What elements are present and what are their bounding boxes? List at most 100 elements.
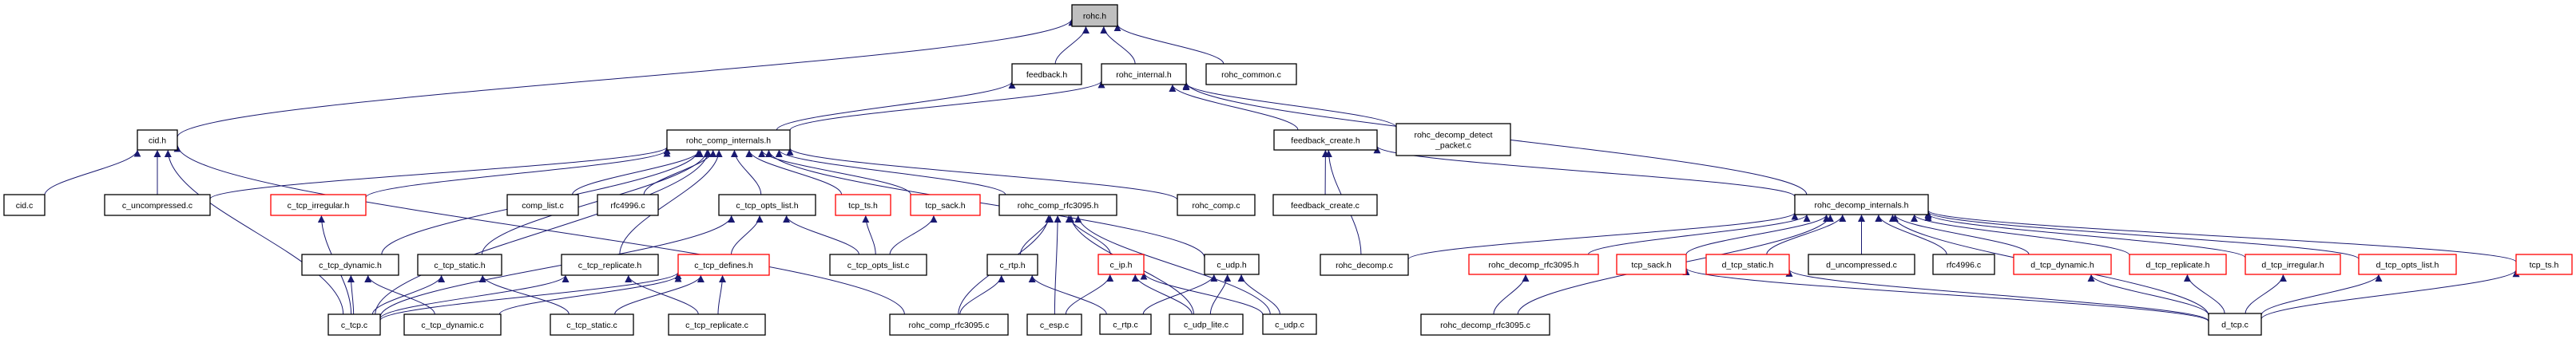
node-box[interactable] bbox=[829, 254, 927, 276]
node-box[interactable] bbox=[718, 194, 816, 216]
node-c-udp-lite-c[interactable]: c_udp_lite.c bbox=[1169, 313, 1244, 335]
node-rohc-decomp-c[interactable]: rohc_decomp.c bbox=[1320, 254, 1409, 276]
node-box[interactable] bbox=[666, 129, 791, 151]
node-c-udp-c[interactable]: c_udp.c bbox=[1262, 313, 1317, 335]
node-c-tcp-opts-list-c[interactable]: c_tcp_opts_list.c bbox=[829, 254, 927, 276]
node-box[interactable] bbox=[998, 194, 1117, 216]
node-rohc-decomp-detect-packet-c[interactable]: rohc_decomp_detect_packet.c bbox=[1395, 123, 1511, 156]
node-d-tcp-replicate-h[interactable]: d_tcp_replicate.h bbox=[2129, 254, 2227, 275]
node-d-tcp-static-h[interactable]: d_tcp_static.h bbox=[1705, 254, 1790, 275]
node-box[interactable] bbox=[2129, 254, 2227, 275]
node-c-tcp-dynamic-h[interactable]: c_tcp_dynamic.h bbox=[301, 254, 399, 276]
node-box[interactable] bbox=[2208, 313, 2262, 336]
node-d-uncompressed-c[interactable]: d_uncompressed.c bbox=[1808, 254, 1915, 275]
node-box[interactable] bbox=[597, 194, 659, 216]
node-c-rtp-h[interactable]: c_rtp.h bbox=[986, 254, 1038, 276]
node-c-tcp-c[interactable]: c_tcp.c bbox=[327, 313, 381, 336]
node-c-esp-c[interactable]: c_esp.c bbox=[1026, 313, 1082, 336]
node-rohc-comp-rfc3095-c[interactable]: rohc_comp_rfc3095.c bbox=[889, 313, 1009, 336]
node-cid-h[interactable]: cid.h bbox=[137, 129, 178, 151]
node-c-tcp-replicate-c[interactable]: c_tcp_replicate.c bbox=[668, 313, 766, 336]
node-box[interactable] bbox=[2358, 254, 2457, 275]
node-box[interactable] bbox=[301, 254, 399, 276]
node-box[interactable] bbox=[1097, 254, 1145, 275]
node-box[interactable] bbox=[561, 254, 659, 276]
node-rohc-common-c[interactable]: rohc_common.c bbox=[1205, 63, 1297, 85]
node-box[interactable] bbox=[1932, 254, 1995, 275]
node-box[interactable] bbox=[1272, 194, 1378, 216]
node-c-ip-h[interactable]: c_ip.h bbox=[1097, 254, 1145, 275]
node-d-tcp-opts-list-h[interactable]: d_tcp_opts_list.h bbox=[2358, 254, 2457, 275]
node-comp-list-c[interactable]: comp_list.c bbox=[506, 194, 579, 216]
node-box[interactable] bbox=[327, 313, 381, 336]
node-box[interactable] bbox=[403, 313, 502, 336]
node-c-tcp-irregular-h[interactable]: c_tcp_irregular.h bbox=[270, 194, 367, 216]
node-box[interactable] bbox=[2013, 254, 2112, 275]
node-box[interactable] bbox=[1273, 129, 1378, 151]
node-tcp-ts-h[interactable]: tcp_ts.h bbox=[2515, 254, 2573, 275]
node-d-tcp-irregular-h[interactable]: d_tcp_irregular.h bbox=[2245, 254, 2341, 275]
node-rohc-comp-c[interactable]: rohc_comp.c bbox=[1177, 194, 1256, 216]
node-c-tcp-static-c[interactable]: c_tcp_static.c bbox=[550, 313, 634, 336]
node-box[interactable] bbox=[2245, 254, 2341, 275]
node-box[interactable] bbox=[1011, 63, 1082, 85]
node-box[interactable] bbox=[1026, 313, 1082, 336]
node-feedback-h[interactable]: feedback.h bbox=[1011, 63, 1082, 85]
node-box[interactable] bbox=[137, 129, 178, 151]
node-box[interactable] bbox=[1177, 194, 1256, 216]
node-feedback-create-h[interactable]: feedback_create.h bbox=[1273, 129, 1378, 151]
node-rohc-comp-rfc3095-h[interactable]: rohc_comp_rfc3095.h bbox=[998, 194, 1117, 216]
node-box[interactable] bbox=[1101, 63, 1187, 85]
node-rfc4996-c[interactable]: rfc4996.c bbox=[1932, 254, 1995, 275]
node-box[interactable] bbox=[1320, 254, 1409, 276]
node-box[interactable] bbox=[1395, 123, 1511, 156]
node-tcp-ts-h[interactable]: tcp_ts.h bbox=[835, 194, 891, 216]
node-cid-c[interactable]: cid.c bbox=[3, 194, 46, 216]
node-rohc-comp-internals-h[interactable]: rohc_comp_internals.h bbox=[666, 129, 791, 151]
node-box[interactable] bbox=[986, 254, 1038, 276]
node-box[interactable] bbox=[506, 194, 579, 216]
node-c-tcp-replicate-h[interactable]: c_tcp_replicate.h bbox=[561, 254, 659, 276]
node-box[interactable] bbox=[1705, 254, 1790, 275]
node-rohc-decomp-internals-h[interactable]: rohc_decomp_internals.h bbox=[1794, 194, 1929, 215]
node-c-udp-h[interactable]: c_udp.h bbox=[1204, 254, 1260, 275]
node-box[interactable] bbox=[1099, 313, 1152, 335]
node-box[interactable] bbox=[1262, 313, 1317, 335]
node-box[interactable] bbox=[1071, 4, 1118, 27]
node-rohc-decomp-rfc3095-h[interactable]: rohc_decomp_rfc3095.h bbox=[1468, 254, 1599, 275]
node-box[interactable] bbox=[889, 313, 1009, 336]
node-box[interactable] bbox=[1616, 254, 1687, 275]
node-c-uncompressed-c[interactable]: c_uncompressed.c bbox=[104, 194, 211, 216]
node-box[interactable] bbox=[677, 254, 770, 276]
node-d-tcp-dynamic-h[interactable]: d_tcp_dynamic.h bbox=[2013, 254, 2112, 275]
node-c-tcp-dynamic-c[interactable]: c_tcp_dynamic.c bbox=[403, 313, 502, 336]
node-box[interactable] bbox=[2515, 254, 2573, 275]
node-box[interactable] bbox=[1794, 194, 1929, 215]
node-c-tcp-opts-list-h[interactable]: c_tcp_opts_list.h bbox=[718, 194, 816, 216]
node-box[interactable] bbox=[1808, 254, 1915, 275]
node-rohc-h[interactable]: rohc.h bbox=[1071, 4, 1118, 27]
node-rohc-internal-h[interactable]: rohc_internal.h bbox=[1101, 63, 1187, 85]
node-c-tcp-static-h[interactable]: c_tcp_static.h bbox=[417, 254, 502, 276]
node-box[interactable] bbox=[835, 194, 891, 216]
node-box[interactable] bbox=[1169, 313, 1244, 335]
node-feedback-create-c[interactable]: feedback_create.c bbox=[1272, 194, 1378, 216]
node-box[interactable] bbox=[270, 194, 367, 216]
node-box[interactable] bbox=[104, 194, 211, 216]
node-box[interactable] bbox=[1420, 313, 1550, 336]
node-rohc-decomp-rfc3095-c[interactable]: rohc_decomp_rfc3095.c bbox=[1420, 313, 1550, 336]
node-box[interactable] bbox=[1205, 63, 1297, 85]
node-c-rtp-c[interactable]: c_rtp.c bbox=[1099, 313, 1152, 335]
node-box[interactable] bbox=[1468, 254, 1599, 275]
node-box[interactable] bbox=[910, 194, 981, 216]
node-rfc4996-c[interactable]: rfc4996.c bbox=[597, 194, 659, 216]
node-box[interactable] bbox=[3, 194, 46, 216]
node-box[interactable] bbox=[417, 254, 502, 276]
node-c-tcp-defines-h[interactable]: c_tcp_defines.h bbox=[677, 254, 770, 276]
node-tcp-sack-h[interactable]: tcp_sack.h bbox=[910, 194, 981, 216]
node-box[interactable] bbox=[550, 313, 634, 336]
node-d-tcp-c[interactable]: d_tcp.c bbox=[2208, 313, 2262, 336]
node-box[interactable] bbox=[1204, 254, 1260, 275]
node-tcp-sack-h[interactable]: tcp_sack.h bbox=[1616, 254, 1687, 275]
node-box[interactable] bbox=[668, 313, 766, 336]
